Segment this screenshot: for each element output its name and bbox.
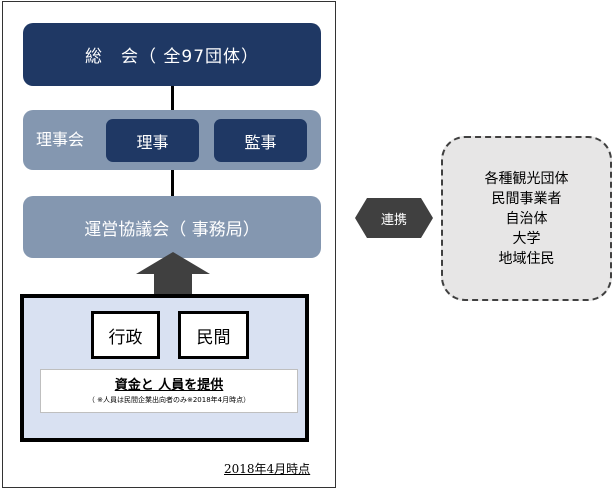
general-assembly-box: 総 会（ 全97団体） — [23, 23, 321, 86]
partner-item: 自治体 — [505, 210, 548, 227]
director-label: 理事 — [136, 132, 169, 152]
partner-item: 大学 — [512, 230, 541, 247]
funds-title: 資金と 人員を提供 — [114, 378, 224, 393]
government-label: 行政 — [108, 327, 143, 348]
partner-item: 民間事業者 — [491, 190, 562, 207]
board-box: 理事会 理事 監事 — [23, 110, 321, 170]
auditor-label: 監事 — [244, 132, 277, 152]
as-of-date: 2018年4月時点 — [224, 462, 311, 476]
council-box: 運営協議会（ 事務局） — [23, 196, 321, 258]
stakeholders-box: 行政 民間 資金と 人員を提供 （ ※人員は民間企業出向者のみ※2018年4月時… — [20, 294, 309, 442]
funds-note: （ ※人員は民間企業出向者のみ※2018年4月時点） — [87, 396, 251, 404]
council-label: 運営協議会（ 事務局） — [84, 219, 260, 240]
director-chip: 理事 — [106, 119, 199, 162]
partners-box: 各種観光団体 民間事業者 自治体 大学 地域住民 — [441, 136, 612, 301]
general-assembly-label: 総 会（ 全97団体） — [84, 47, 260, 67]
up-arrow-icon — [136, 252, 210, 294]
link-label: 連携 — [380, 212, 407, 228]
auditor-chip: 監事 — [214, 119, 307, 162]
board-label: 理事会 — [36, 130, 85, 149]
private-sector-box: 民間 — [178, 311, 249, 359]
connector-line — [171, 86, 174, 110]
government-box: 行政 — [91, 311, 160, 359]
link-hexagon-icon — [355, 198, 433, 238]
private-sector-label: 民間 — [196, 327, 231, 348]
partner-item: 地域住民 — [498, 250, 555, 267]
link-label-wrap: 連携 — [355, 198, 433, 238]
partner-item: 各種観光団体 — [484, 170, 569, 187]
connector-line — [171, 170, 174, 196]
funds-box: 資金と 人員を提供 （ ※人員は民間企業出向者のみ※2018年4月時点） — [40, 369, 298, 413]
